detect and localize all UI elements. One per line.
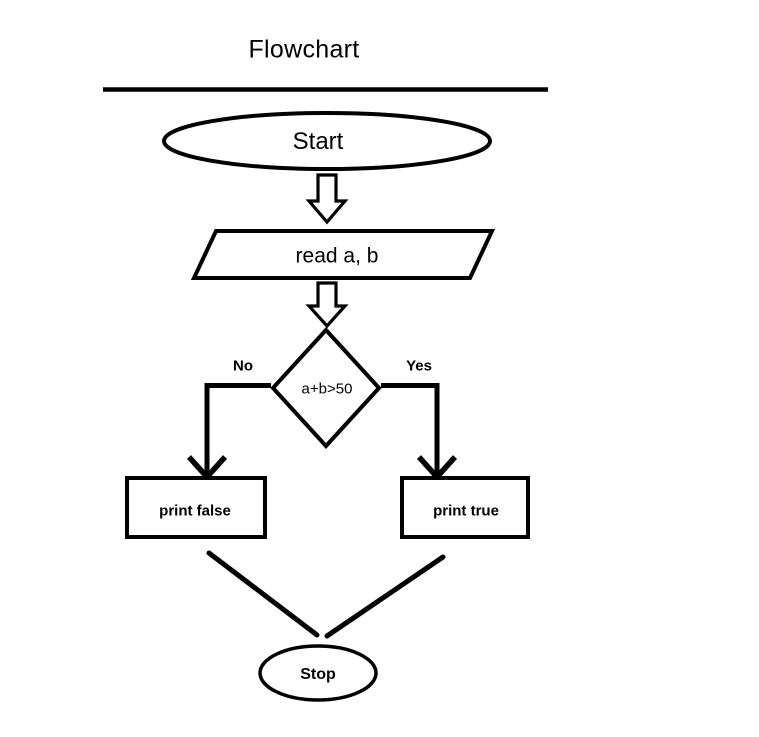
edge-label-yes: Yes (406, 357, 432, 375)
edge-label-no: No (233, 357, 253, 375)
node-start-label: Start (292, 128, 344, 155)
block-arrow-read-to-decision (305, 281, 349, 329)
node-print-true-label: print true (433, 502, 499, 520)
node-read-shape[interactable] (190, 229, 496, 280)
node-stop-shape[interactable] (258, 644, 378, 702)
node-print-false-label: print false (159, 502, 231, 520)
node-start-shape[interactable] (162, 111, 492, 171)
node-print-false-shape[interactable] (125, 476, 267, 539)
node-read-label: read a, b (295, 244, 379, 268)
node-stop-label: Stop (300, 666, 336, 683)
block-arrow-start-to-read (305, 173, 349, 225)
edge-yes-line (381, 383, 440, 476)
edge-false-to-stop (206, 550, 320, 638)
node-decision-label: a+b>50 (301, 380, 353, 398)
page-title: Flowchart (248, 35, 360, 64)
node-print-true-shape[interactable] (400, 476, 530, 539)
edge-true-to-stop (324, 554, 446, 639)
edge-no-line (204, 383, 271, 476)
node-decision-shape[interactable] (270, 327, 382, 449)
